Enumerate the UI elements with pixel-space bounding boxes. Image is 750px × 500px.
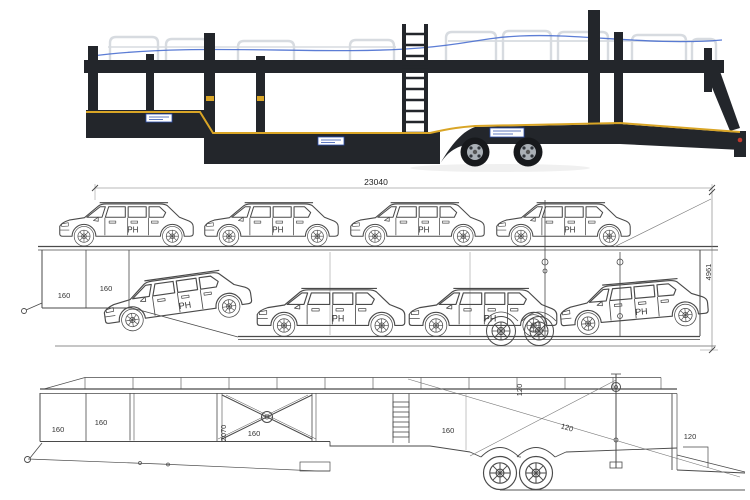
dim-slope: 120 [560,421,575,433]
drawing-wheel [520,457,553,490]
loaded-drawing-dimensions: 23040 4961 160 160 [58,177,718,354]
deck-post [146,54,154,112]
placard [317,136,345,146]
dim-rear-mid: 160 [442,426,455,435]
deck-post [588,10,600,128]
loaded-side-view-drawing: 23040 4961 160 160 [21,177,718,354]
post-reflector [206,96,214,101]
wheel [460,137,490,167]
upper-deck-guardrails [108,29,718,63]
dim-mid: 160 [248,429,261,438]
lower-deck-cars [101,266,710,336]
chassis-structure [24,373,746,490]
photo-wheels [460,137,543,167]
deck-tail-strut [706,60,740,131]
info-placards [145,113,525,146]
x-brace [217,394,317,440]
step-ladder [392,393,410,443]
drawing-wheel [484,457,517,490]
suv-bottom-1 [101,266,254,334]
dim-left-b: 160 [95,418,108,427]
wheel [513,137,543,167]
dim-neck-height: 2070 [219,425,228,442]
ladder-rungs [402,32,428,135]
tail-light [737,137,743,143]
deck-post [614,32,623,128]
suv-bottom-3 [409,288,557,336]
deck-post [204,33,215,140]
chassis-drawing-dimensions: 160 160 2070 160 160 120 120 120 [52,384,697,442]
suv-bottom-2 [257,288,405,336]
ground-shadow [410,164,590,172]
dim-post: 120 [515,384,524,397]
ladder-rail [424,24,428,142]
deck-post [88,46,98,118]
suv-top-1 [60,203,193,246]
post-reflector [257,96,264,101]
placard [489,127,525,138]
dim-total-length: 23040 [364,177,388,187]
suv-top-3 [351,203,484,246]
deck-post [704,48,712,92]
trailer-photo [84,10,746,172]
loaded-trailer-structure [21,198,718,346]
suv-top-4 [497,203,630,246]
placard [145,113,173,123]
winch-cable [469,379,617,457]
yellow-stripe [86,111,741,134]
dim-left-a: 160 [58,291,71,300]
dim-left-a: 160 [52,425,65,434]
tilt-cable [407,378,741,478]
dim-tail: 120 [684,432,697,441]
tail-light-box [734,131,746,157]
dim-left-b: 160 [100,284,113,293]
ladder-rail [402,24,406,142]
suv-bottom-4 [558,276,709,337]
lift-post [616,252,624,336]
dim-total-height: 4961 [704,264,713,281]
winch-post [609,373,623,469]
chassis-side-view-drawing: 160 160 2070 160 160 120 120 120 [24,373,746,490]
suv-top-2 [205,203,338,246]
